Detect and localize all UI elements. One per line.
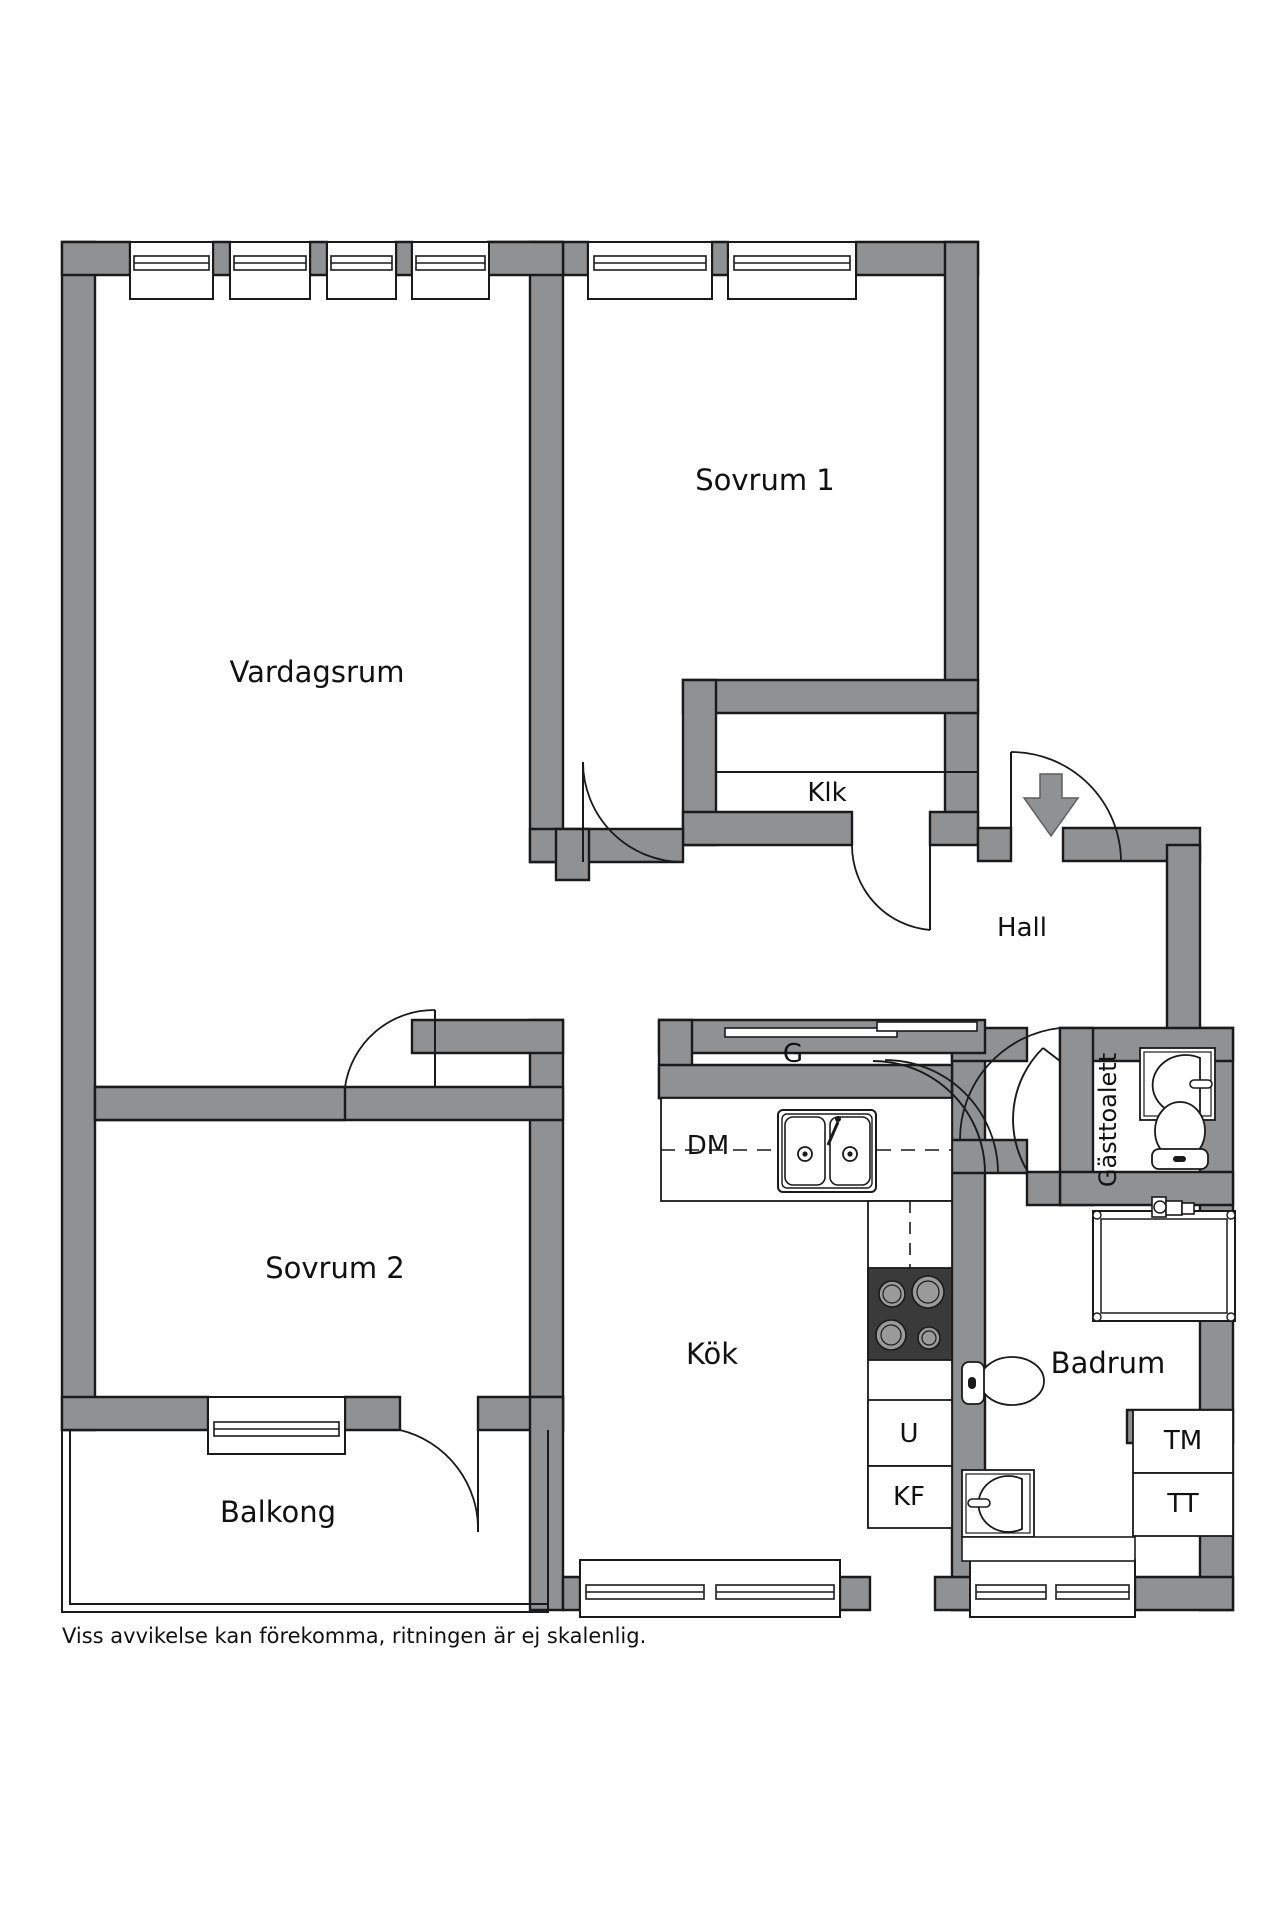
wall-vardagsrum-south-stub [528,827,685,864]
wall-entry-jamb-left [976,826,1013,863]
wall-vardagsrum-south-divider [410,1018,565,1055]
appliance-label-counter-g: G [782,1039,804,1069]
fridge-box [867,1465,953,1529]
wall-exterior-north-left-corner [60,240,132,277]
wall-interior-vardagsrum-sovrum1 [528,240,565,864]
wall-kok-south-mid [838,1575,872,1612]
room-label-vardagsrum: Vardagsrum [229,655,405,689]
oven-box [867,1399,953,1467]
window-vardagsrum-4 [411,241,490,300]
wall-exterior-west [60,240,97,1432]
room-label-kok: Kök [685,1337,739,1371]
guest-toilet-wc [1151,1101,1209,1170]
wall-kok-g-south [657,1063,954,1100]
stove-cooktop [867,1267,953,1361]
wall-mullion-3 [394,240,414,277]
appliance-label-dishwasher: DM [686,1131,730,1161]
room-outlines [61,771,978,1613]
room-label-sovrum1: Sovrum 1 [695,463,835,497]
wall-sovrum2-kok [528,1018,565,1432]
kitchen-sink [777,1109,877,1193]
room-label-hall: Hall [997,913,1047,943]
window-sovrum1-2 [727,241,857,300]
window-vardagsrum-3 [326,241,397,300]
bathroom-wc [961,1356,1045,1406]
badrum-plinth [961,1536,1136,1562]
wall-mullion-4 [710,240,730,277]
outline-balcony [61,1430,549,1613]
kitchen-upper-shelf-left [724,1027,898,1038]
wall-sovrum2-north-left [93,1085,347,1122]
window-badrum-south [969,1559,1136,1618]
bathroom-basin [961,1469,1035,1538]
wall-exterior-east-hall [1165,843,1202,1047]
wall-pier-north-center-fill [486,240,565,277]
door-klk [851,844,931,931]
room-label-badrum: Badrum [1050,1346,1166,1380]
door-kok-hall [884,1059,999,1173]
entry-arrow [1022,773,1080,838]
appliance-label-fridge-freezer: KF [892,1482,926,1512]
door-gasttoalett [959,1027,1061,1141]
room-label-balkong: Balkong [219,1495,337,1529]
guest-toilet-basin [1139,1047,1216,1121]
window-kok-south [579,1559,841,1618]
wall-klk-south-right [928,810,980,847]
wall-sovrum2-south-mid [343,1395,402,1432]
door-kok-hall-swing [872,1060,986,1174]
window-sovrum1-1 [587,241,713,300]
wall-toalett-door-jamb [1025,1170,1062,1207]
door-entry [1010,751,1122,862]
disclaimer-caption: Viss avvikelse kan förekomma, ritningen … [62,1624,647,1648]
washing-machine-box [1132,1409,1234,1474]
wall-klk-north [681,678,980,715]
wall-kok-south-left [561,1575,582,1612]
window-sovrum2-south [207,1396,346,1455]
doors-layer [344,751,1122,1533]
wall-toalett-south [1058,1170,1235,1207]
wall-vardagsrum-pier [554,827,591,882]
door-gasttoalett-swing [1012,1047,1061,1173]
appliance-label-oven: U [899,1419,919,1449]
kitchen-upper-shelf-right [876,1021,978,1032]
wall-sovrum2-south-left [60,1395,210,1432]
room-label-sovrum2: Sovrum 2 [265,1251,405,1285]
window-vardagsrum-1 [129,241,214,300]
appliance-label-washing-machine: TM [1163,1426,1203,1456]
wall-klk-south-left [681,810,854,847]
wall-exterior-east-upper [943,240,980,830]
door-sovrum2 [344,1009,436,1088]
wall-badrum-south-right [1133,1575,1235,1612]
tumble-dryer-box [1132,1472,1234,1537]
appliance-label-tumble-dryer: TT [1167,1489,1199,1519]
wall-balcony-east [528,1395,565,1612]
wall-mullion-1 [211,240,232,277]
kitchen-fittings [660,1021,978,1529]
outline-balcony-inner [69,1430,548,1605]
gasttoalett-fixtures [1139,1047,1216,1170]
windows-layer [129,241,1136,1618]
room-label-klk: Klk [807,778,847,808]
wall-mullion-2 [308,240,329,277]
door-sovrum1 [582,761,684,863]
door-balcong [399,1429,479,1533]
shower-cabin [1092,1196,1236,1322]
badrum-fixtures [961,1356,1234,1562]
window-vardagsrum-2 [229,241,311,300]
room-label-gasttoalett: Gästtoalett [1094,1052,1122,1188]
